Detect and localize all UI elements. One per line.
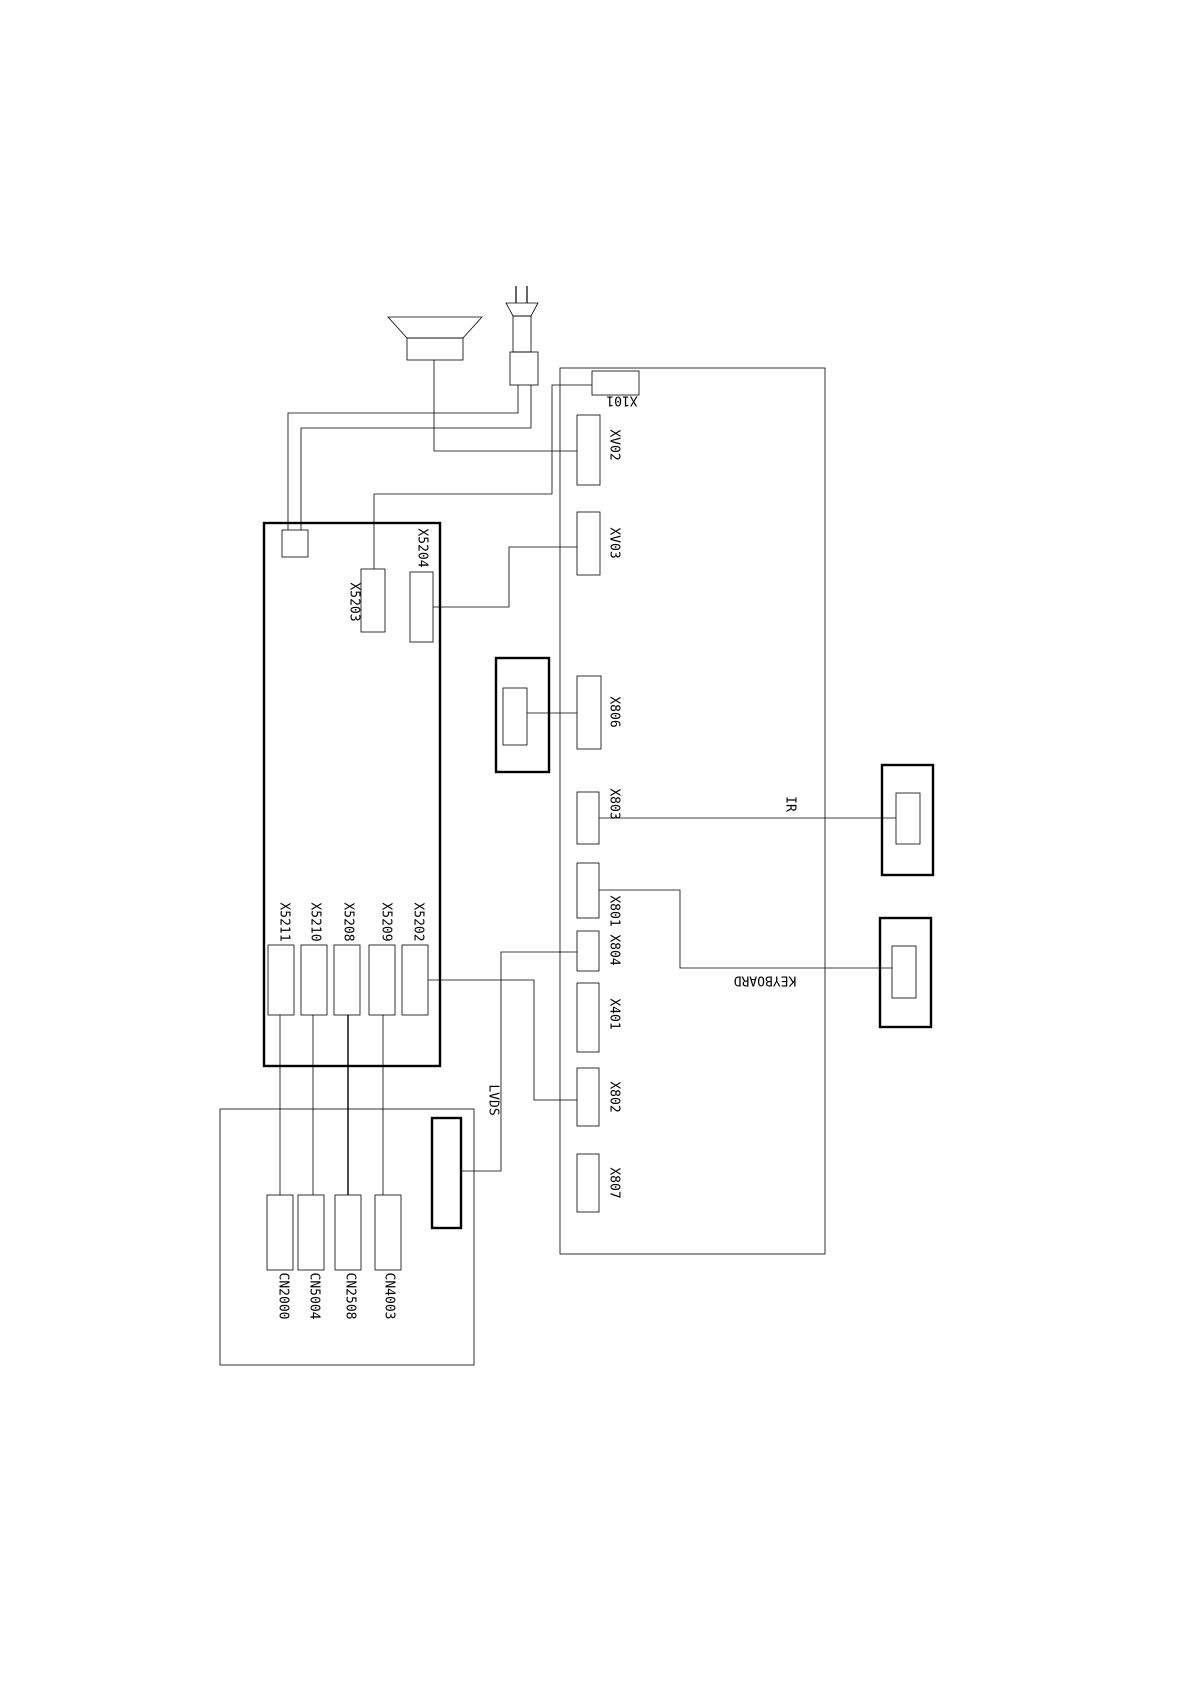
connector-x5211 (268, 945, 294, 1015)
connector-x5209 (369, 945, 395, 1015)
label-x804: X804 (607, 934, 622, 965)
connector-x806 (577, 676, 601, 749)
connector-x803 (577, 792, 599, 844)
connector-x802 (577, 1068, 599, 1126)
label-x5209: X5209 (379, 902, 394, 941)
label-x5208: X5208 (341, 902, 356, 941)
keyboard-module-outer (880, 918, 931, 1027)
label-lvds: LVDS (486, 1084, 501, 1115)
ir-module-outer (882, 765, 933, 875)
label-x401: X401 (607, 998, 622, 1029)
label-x807: X807 (607, 1167, 622, 1198)
connector-x804 (577, 931, 599, 971)
label-x802: X802 (607, 1081, 622, 1112)
connector-xv03 (577, 512, 600, 575)
wire-x5202-x802 (428, 980, 577, 1100)
label-x803: X803 (607, 788, 622, 819)
label-cn2508: CN2508 (343, 1273, 358, 1320)
module-x806-outer (496, 658, 549, 772)
connector-cn2508 (335, 1195, 361, 1270)
ir-module-inner (896, 793, 920, 844)
label-x5204: X5204 (415, 528, 430, 567)
connector-cn2000 (267, 1195, 293, 1270)
label-ir: IR (783, 796, 798, 812)
connector-x5202 (402, 945, 428, 1015)
connector-x5210 (301, 945, 327, 1015)
wire-x5204-xv03 (433, 547, 577, 607)
wire-ac-inner (301, 385, 531, 530)
connector-x801 (577, 863, 599, 918)
wire-keyboard (599, 890, 892, 968)
label-x806: X806 (607, 696, 622, 727)
connector-x401 (577, 983, 599, 1052)
connector-x5208 (334, 945, 360, 1015)
power-plug-icon (506, 286, 538, 385)
connector-x101 (592, 371, 639, 395)
label-cn5004: CN5004 (307, 1273, 322, 1320)
wire-ac-outer (288, 385, 518, 530)
lvds-connector (432, 1118, 461, 1228)
connector-x807 (577, 1154, 599, 1212)
connector-cn5004 (298, 1195, 324, 1270)
label-xv02: XV02 (607, 429, 622, 460)
label-x801: X801 (607, 895, 622, 926)
connector-xv02 (577, 415, 600, 485)
connector-x5203 (361, 569, 385, 632)
label-x5210: X5210 (308, 902, 323, 941)
speaker-icon (388, 317, 482, 360)
label-x5211: X5211 (277, 902, 292, 941)
module-x806-inner (503, 688, 527, 745)
label-cn4003: CN4003 (382, 1273, 397, 1320)
power-inlet-connector (282, 530, 308, 557)
label-x101: X101 (606, 393, 637, 408)
keyboard-module-inner (892, 946, 916, 998)
label-x5202: X5202 (411, 902, 426, 941)
panel-board (220, 1109, 474, 1365)
label-xv03: XV03 (607, 527, 622, 558)
label-keyboard: KEYBOARD (734, 973, 797, 988)
connector-cn4003 (375, 1195, 401, 1270)
label-x5203: X5203 (347, 582, 362, 621)
wire-speaker-xv02 (434, 360, 577, 451)
wire-lvds (461, 952, 577, 1171)
label-cn2000: CN2000 (276, 1273, 291, 1320)
connector-x5204 (410, 572, 433, 642)
